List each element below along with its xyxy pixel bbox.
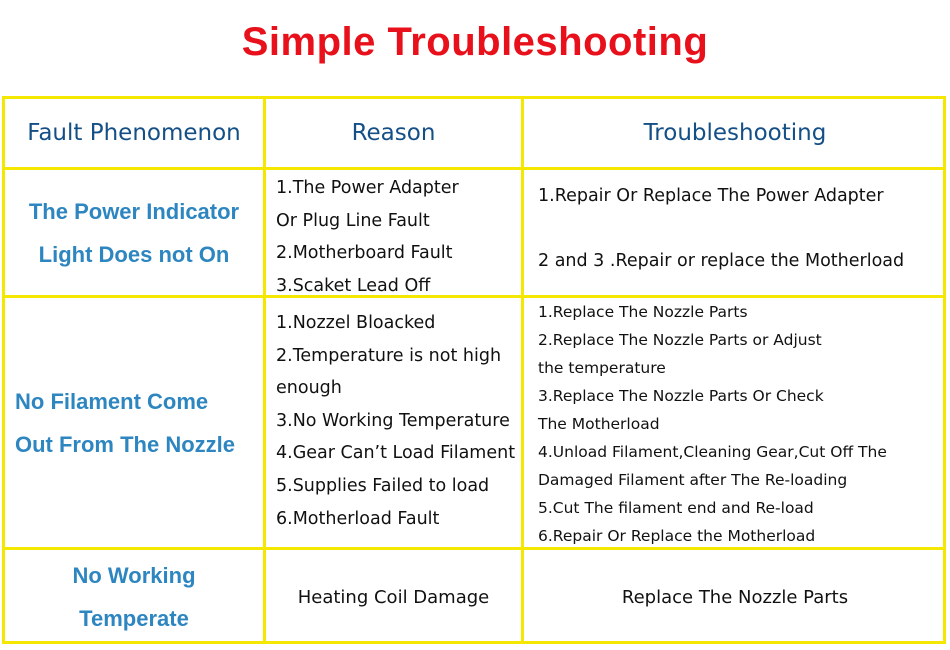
row3-troubleshooting: Replace The Nozzle Parts <box>524 550 946 644</box>
header-troubleshooting: Troubleshooting <box>524 99 946 170</box>
header-reason-label: Reason <box>351 120 436 146</box>
row1-fault-line2: Light Does not On <box>38 241 230 267</box>
row3-fault: No Working Temperate <box>5 550 266 644</box>
row1-fault: The Power Indicator Light Does not On <box>5 170 266 298</box>
row2-fault-line1: No Filament Come <box>15 388 209 414</box>
row2-fault: No Filament Come Out From The Nozzle <box>5 298 266 550</box>
row2-reason-line7: 6.Motherload Fault <box>276 508 440 529</box>
row1-fix-line1: 1.Repair Or Replace The Power Adapter <box>538 186 884 206</box>
row2-fix-line1: 1.Replace The Nozzle Parts <box>538 303 748 321</box>
row2-fix-line5: The Motherload <box>538 415 660 433</box>
row2-reason-line3: enough <box>276 378 342 399</box>
row1-fix-line2: 2 and 3 .Repair or replace the Motherloa… <box>538 251 905 271</box>
row2-fix-line4: 3.Replace The Nozzle Parts Or Check <box>538 387 824 405</box>
row2-fix-line3: the temperature <box>538 359 666 377</box>
row3-fault-line2: Temperate <box>79 606 189 631</box>
row2-reason-line4: 3.No Working Temperature <box>276 410 510 431</box>
row2-fix-line9: 6.Repair Or Replace the Motherload <box>538 527 816 545</box>
header-troubleshooting-label: Troubleshooting <box>643 120 827 146</box>
row2-fix-line7: Damaged Filament after The Re-loading <box>538 471 848 489</box>
row1-troubleshooting: 1.Repair Or Replace The Power Adapter 2 … <box>524 170 946 298</box>
row1-reason-line3: 2.Motherboard Fault <box>276 243 453 263</box>
row2-reason-line5: 4.Gear Can’t Load Filament <box>276 443 516 464</box>
row2-troubleshooting: 1.Replace The Nozzle Parts 2.Replace The… <box>524 298 946 550</box>
row2-reason: 1.Nozzel Bloacked 2.Temperature is not h… <box>266 298 524 550</box>
row2-fix-line2: 2.Replace The Nozzle Parts or Adjust <box>538 331 822 349</box>
row3-fault-line1: No Working <box>72 563 196 588</box>
row1-reason-line1: 1.The Power Adapter <box>276 178 459 198</box>
row1-reason-line4: 3.Scaket Lead Off <box>276 275 431 296</box>
row1-reason-line2: Or Plug Line Fault <box>276 210 430 231</box>
row2-reason-line2: 2.Temperature is not high <box>276 345 502 366</box>
row3-reason-line1: Heating Coil Damage <box>297 586 490 608</box>
row1-reason: 1.The Power Adapter Or Plug Line Fault 2… <box>266 170 524 298</box>
header-fault-phenomenon: Fault Phenomenon <box>5 99 266 170</box>
row3-fix-line1: Replace The Nozzle Parts <box>621 586 849 608</box>
row2-reason-line6: 5.Supplies Failed to load <box>276 475 490 496</box>
row3-reason: Heating Coil Damage <box>266 550 524 644</box>
page-title: Simple Troubleshooting <box>241 20 709 64</box>
row2-fix-line6: 4.Unload Filament,Cleaning Gear,Cut Off … <box>538 443 887 461</box>
troubleshooting-table: Fault Phenomenon Reason Troubleshooting … <box>2 96 946 644</box>
row2-fault-line2: Out From The Nozzle <box>15 431 235 457</box>
header-fault-label: Fault Phenomenon <box>27 120 241 146</box>
row1-fault-line1: The Power Indicator <box>28 198 240 224</box>
header-reason: Reason <box>266 99 524 170</box>
row2-reason-line1: 1.Nozzel Bloacked <box>276 313 436 333</box>
row2-fix-line8: 5.Cut The filament end and Re-load <box>538 499 814 517</box>
